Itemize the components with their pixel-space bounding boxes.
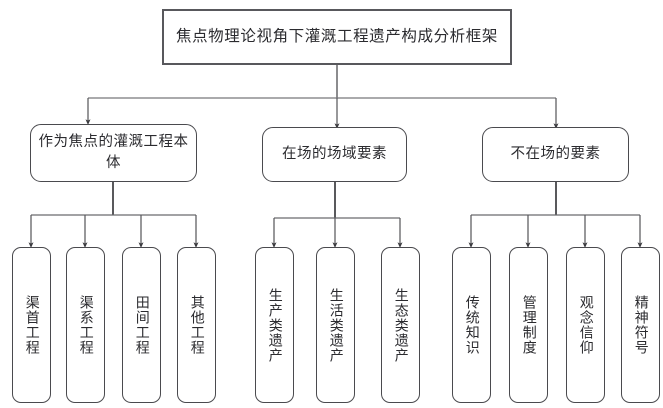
node-leaf-entity-2[interactable]: 渠系工程: [66, 247, 105, 403]
node-leaf-entity-3[interactable]: 田间工程: [122, 247, 161, 403]
node-level2-present-field[interactable]: 在场的场域要素: [262, 127, 407, 182]
node-leaf-present-3-label: 生态类遗产: [392, 287, 409, 363]
node-leaf-present-1-label: 生产类遗产: [266, 287, 283, 363]
node-title: 焦点物理论视角下灌溉工程遗产构成分析框架: [162, 9, 512, 65]
node-leaf-entity-1-label: 渠首工程: [23, 295, 40, 355]
node-leaf-absent-1[interactable]: 传统知识: [452, 247, 491, 403]
node-leaf-absent-1-label: 传统知识: [463, 295, 480, 355]
node-leaf-entity-4[interactable]: 其他工程: [177, 247, 216, 403]
node-level2-entity[interactable]: 作为焦点的灌溉工程本体: [30, 124, 197, 182]
node-level2-absent-field[interactable]: 不在场的要素: [482, 127, 629, 182]
node-leaf-present-2[interactable]: 生活类遗产: [316, 247, 355, 403]
node-leaf-absent-2-label: 管理制度: [520, 295, 537, 355]
node-leaf-entity-2-label: 渠系工程: [77, 295, 94, 355]
node-leaf-entity-4-label: 其他工程: [188, 295, 205, 355]
node-leaf-absent-4-label: 精神符号: [632, 295, 649, 355]
node-leaf-present-1[interactable]: 生产类遗产: [255, 247, 294, 403]
node-leaf-absent-2[interactable]: 管理制度: [509, 247, 548, 403]
node-leaf-absent-3-label: 观念信仰: [577, 295, 594, 355]
node-leaf-entity-1[interactable]: 渠首工程: [12, 247, 51, 403]
node-leaf-entity-3-label: 田间工程: [133, 295, 150, 355]
node-leaf-absent-3[interactable]: 观念信仰: [566, 247, 605, 403]
node-leaf-present-3[interactable]: 生态类遗产: [381, 247, 420, 403]
node-leaf-absent-4[interactable]: 精神符号: [621, 247, 660, 403]
node-leaf-present-2-label: 生活类遗产: [327, 287, 344, 363]
